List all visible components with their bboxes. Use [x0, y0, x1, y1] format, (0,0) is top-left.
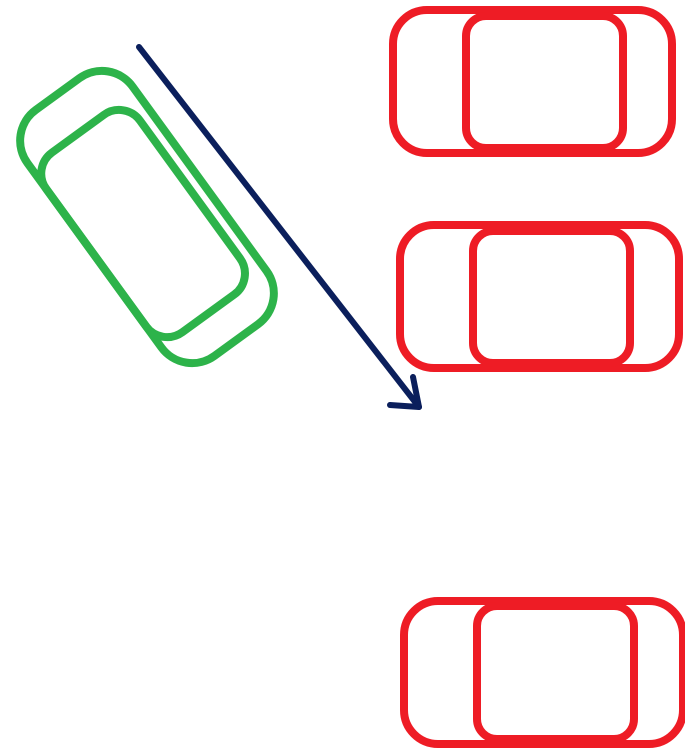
parked-car-2: [396, 221, 683, 372]
parked-car-3: [400, 597, 685, 748]
parked-car-2-body: [396, 221, 683, 372]
parked-car-1: [389, 6, 676, 157]
parked-car-1-body: [389, 6, 676, 157]
moving-car: [16, 66, 278, 368]
parked-car-2-cabin: [469, 227, 634, 367]
motion-arrow-shaft: [136, 44, 422, 410]
motion-arrow: [136, 44, 422, 410]
parked-car-3-cabin: [473, 602, 638, 743]
motion-arrow-head: [387, 374, 422, 410]
parked-car-1-cabin: [462, 12, 627, 152]
moving-car-cabin: [37, 105, 249, 342]
parked-car-3-body: [400, 597, 685, 748]
